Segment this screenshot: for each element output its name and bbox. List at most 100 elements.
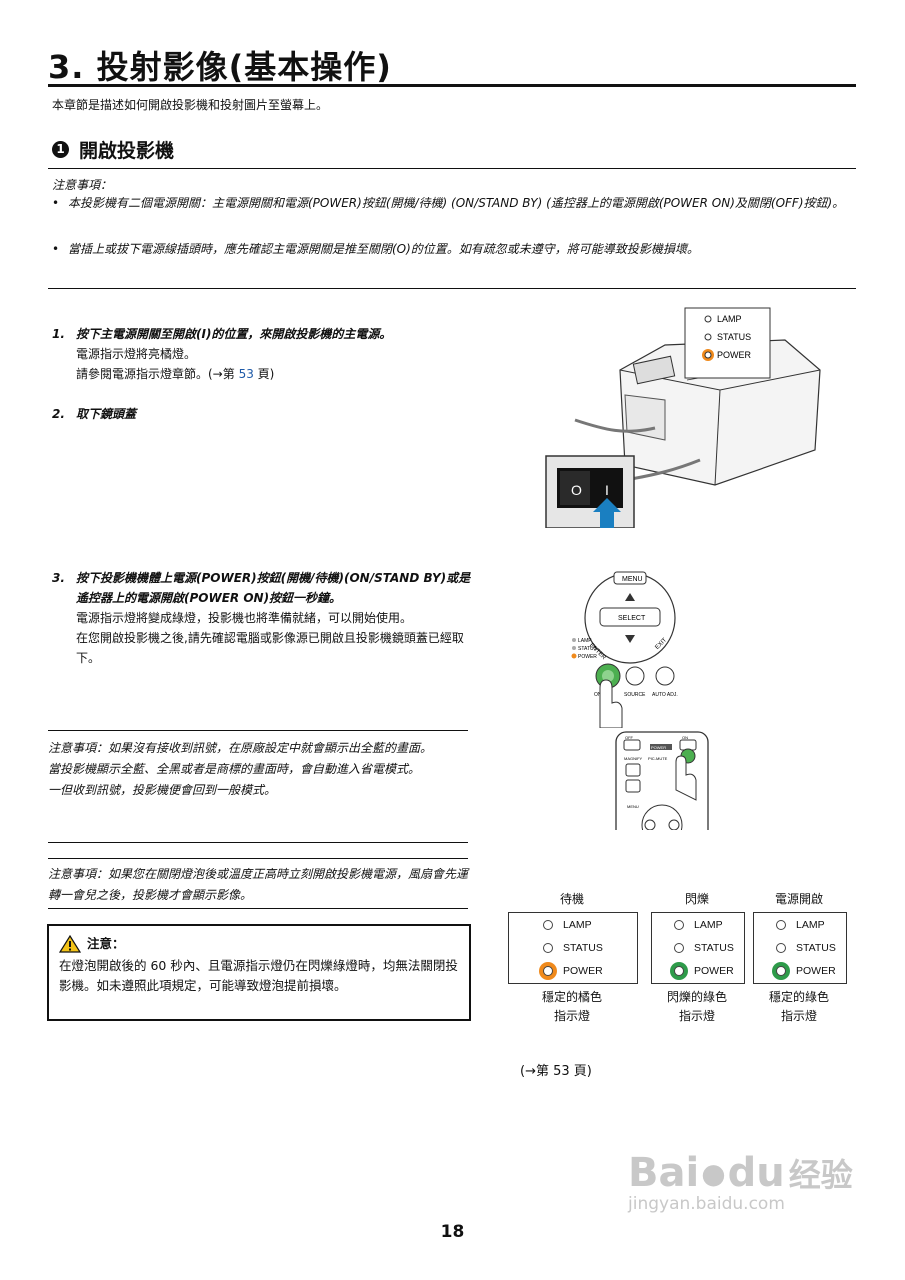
note-line: 當投影機顯示全藍、全黑或者是商標的畫面時，會自動進入省電模式。 (48, 762, 421, 776)
indicator-label: STATUS (694, 942, 734, 954)
title-rule (48, 84, 856, 87)
warning-icon (59, 935, 81, 953)
note-item-text: 當插上或拔下電源線插頭時，應先確認主電源開關是推至關閉(O)的位置。如有疏忽或未… (68, 242, 699, 256)
step-heading: 取下鏡頭蓋 (76, 407, 137, 421)
indicator-label: STATUS (563, 942, 603, 954)
caution-heading: 注意： (59, 934, 125, 954)
top-status-label: STATUS (717, 332, 751, 342)
indicator-label: LAMP (563, 919, 592, 931)
step-ref-prefix: 請參閱電源指示燈章節。(→第 (76, 367, 239, 381)
top-power-label: POWER (717, 350, 752, 360)
indicator-label: POWER (694, 965, 734, 977)
switch-on-label: I (605, 482, 609, 498)
step-number: 1. (52, 327, 65, 341)
panel-lamp-label: LAMP (578, 638, 592, 644)
section-rule (48, 168, 856, 169)
remote-drawing: OFF POWER ON MAGNIFY PIC-MUTE MENU (615, 731, 709, 830)
caution-box: 注意： 在燈泡開啟後的 60 秒內、且電源指示燈仍在閃爍綠燈時，均無法關閉投影機… (47, 924, 471, 1021)
step-heading: 按下投影機機體上電源(POWER)按鈕(開機/待機)(ON/STAND BY)或… (76, 571, 471, 605)
led-icon (674, 943, 684, 953)
panel-select-label: SELECT (618, 615, 646, 622)
note-box-rule (48, 730, 468, 731)
note-line: 注意事項：如果您在關閉燈泡後或溫度正高時立刻開啟投影機電源，風扇會先運轉一會兒之… (48, 867, 469, 902)
page-reference[interactable]: (→第 53 頁) (520, 1064, 592, 1079)
note-box-rule (48, 842, 468, 843)
remote-on-label: ON (682, 735, 688, 740)
caution-heading-text: 注意： (87, 936, 125, 951)
note-box-rule (48, 908, 468, 909)
indicator-title: 閃爍 (684, 892, 709, 906)
section-heading: 1 開啟投影機 (52, 136, 174, 163)
indicator-row: LAMP (674, 919, 723, 931)
step-number: 3. (52, 571, 65, 585)
caution-body: 在燈泡開啟後的 60 秒內、且電源指示燈仍在閃爍綠燈時，均無法關閉投影機。如未遵… (59, 958, 458, 993)
note-item: • 本投影機有二個電源開關：主電源開關和電源(POWER)按鈕(開機/待機) (… (52, 194, 852, 213)
indicator-row: POWER (674, 965, 734, 977)
note-box-signal: 注意事項：如果沒有接收到訊號，在原廠設定中就會顯示出全藍的畫面。 當投影機顯示全… (48, 738, 468, 801)
note-box-rule (48, 858, 468, 859)
indicator-panel: LAMP STATUS POWER (651, 912, 745, 984)
step-number: 2. (52, 407, 65, 421)
bullet-dot: • (52, 242, 60, 256)
indicator-row: POWER (543, 965, 603, 977)
step-1: 1. 按下主電源開關至開啟(I)的位置，來開啟投影機的主電源。 電源指示燈將亮橘… (52, 324, 477, 384)
indicator-caption: 指示燈 (780, 1009, 817, 1023)
note-item-text: 本投影機有二個電源開關：主電源開關和電源(POWER)按鈕(開機/待機) (ON… (68, 196, 845, 210)
indicator-row: LAMP (543, 919, 592, 931)
watermark: Bai ● du 经验 jingyan.baidu.com (628, 1150, 853, 1214)
step-3: 3. 按下投影機機體上電源(POWER)按鈕(開機/待機)(ON/STAND B… (52, 568, 477, 668)
remote-power-label: POWER (651, 745, 666, 750)
panel-source-label: SOURCE (624, 692, 646, 698)
indicator-panel: LAMP STATUS POWER (753, 912, 847, 984)
control-panel-illustration: MENU SELECT ENTER EXIT LAMP STATUS POWER… (560, 568, 740, 729)
remote-menu-label: MENU (627, 804, 639, 809)
page-number: 18 (440, 1222, 465, 1242)
control-panel-drawing: MENU SELECT ENTER EXIT LAMP STATUS POWER… (571, 571, 678, 729)
indicator-caption: 穩定的綠色 (768, 990, 829, 1004)
note-item: • 當插上或拔下電源線插頭時，應先確認主電源開關是推至關閉(O)的位置。如有疏忽… (52, 240, 852, 259)
indicator-label: STATUS (796, 942, 836, 954)
indicator-label: POWER (563, 965, 603, 977)
page-title: 3. 投射影像(基本操作) (48, 48, 392, 86)
remote-off-label: OFF (625, 735, 634, 740)
indicator-caption: 指示燈 (678, 1009, 715, 1023)
step-body: 電源指示燈將變成綠燈，投影機也將準備就緒，可以開始使用。 (76, 611, 413, 625)
power-led-icon (543, 966, 553, 976)
led-icon (543, 943, 553, 953)
led-icon (674, 920, 684, 930)
indicator-label: LAMP (796, 919, 825, 931)
section-bullet: 1 (52, 141, 69, 158)
indicator-panel: LAMP STATUS POWER (508, 912, 638, 984)
notes-rule (48, 288, 856, 289)
notes-heading: 注意事項： (52, 178, 113, 192)
indicator-caption: 穩定的橘色 (541, 990, 602, 1004)
top-lamp-label: LAMP (717, 314, 742, 324)
page-link[interactable]: 53 (238, 367, 254, 381)
watermark-cn: 经验 (788, 1156, 853, 1194)
panel-menu-label: MENU (622, 576, 643, 583)
indicator-caption: 閃爍的綠色 (666, 990, 727, 1004)
step-ref-suffix: 頁) (253, 367, 275, 381)
remote-illustration: OFF POWER ON MAGNIFY PIC-MUTE MENU (612, 730, 712, 830)
note-line: 一但收到訊號，投影機便會回到一般模式。 (48, 783, 277, 797)
paw-icon: ● (701, 1156, 726, 1190)
step-body: 電源指示燈將亮橘燈。 (76, 347, 197, 361)
section-heading-text: 開啟投影機 (79, 140, 175, 162)
step-body: 在您開啟投影機之後,請先確認電腦或影像源已開啟且投影機鏡頭蓋已經取下。 (76, 631, 464, 665)
power-led-icon (776, 966, 786, 976)
projector-drawing: LAMP STATUS POWER O I (515, 300, 855, 529)
indicator-label: POWER (796, 965, 836, 977)
remote-magnify-label: MAGNIFY (624, 756, 643, 761)
step-heading: 按下主電源開關至開啟(I)的位置，來開啟投影機的主電源。 (76, 327, 392, 341)
step-body-ref: 請參閱電源指示燈章節。(→第 53 頁) (76, 364, 477, 384)
panel-on-label: ON (594, 692, 602, 698)
led-icon (776, 943, 786, 953)
watermark-du: du (727, 1150, 785, 1196)
indicator-row: STATUS (776, 942, 836, 954)
chapter-intro: 本章節是描述如何開啟投影機和投射圖片至螢幕上。 (52, 98, 329, 112)
panel-power-label: POWER (578, 654, 597, 660)
remote-picmute-label: PIC-MUTE (648, 756, 668, 761)
led-icon (543, 920, 553, 930)
led-icon (776, 920, 786, 930)
